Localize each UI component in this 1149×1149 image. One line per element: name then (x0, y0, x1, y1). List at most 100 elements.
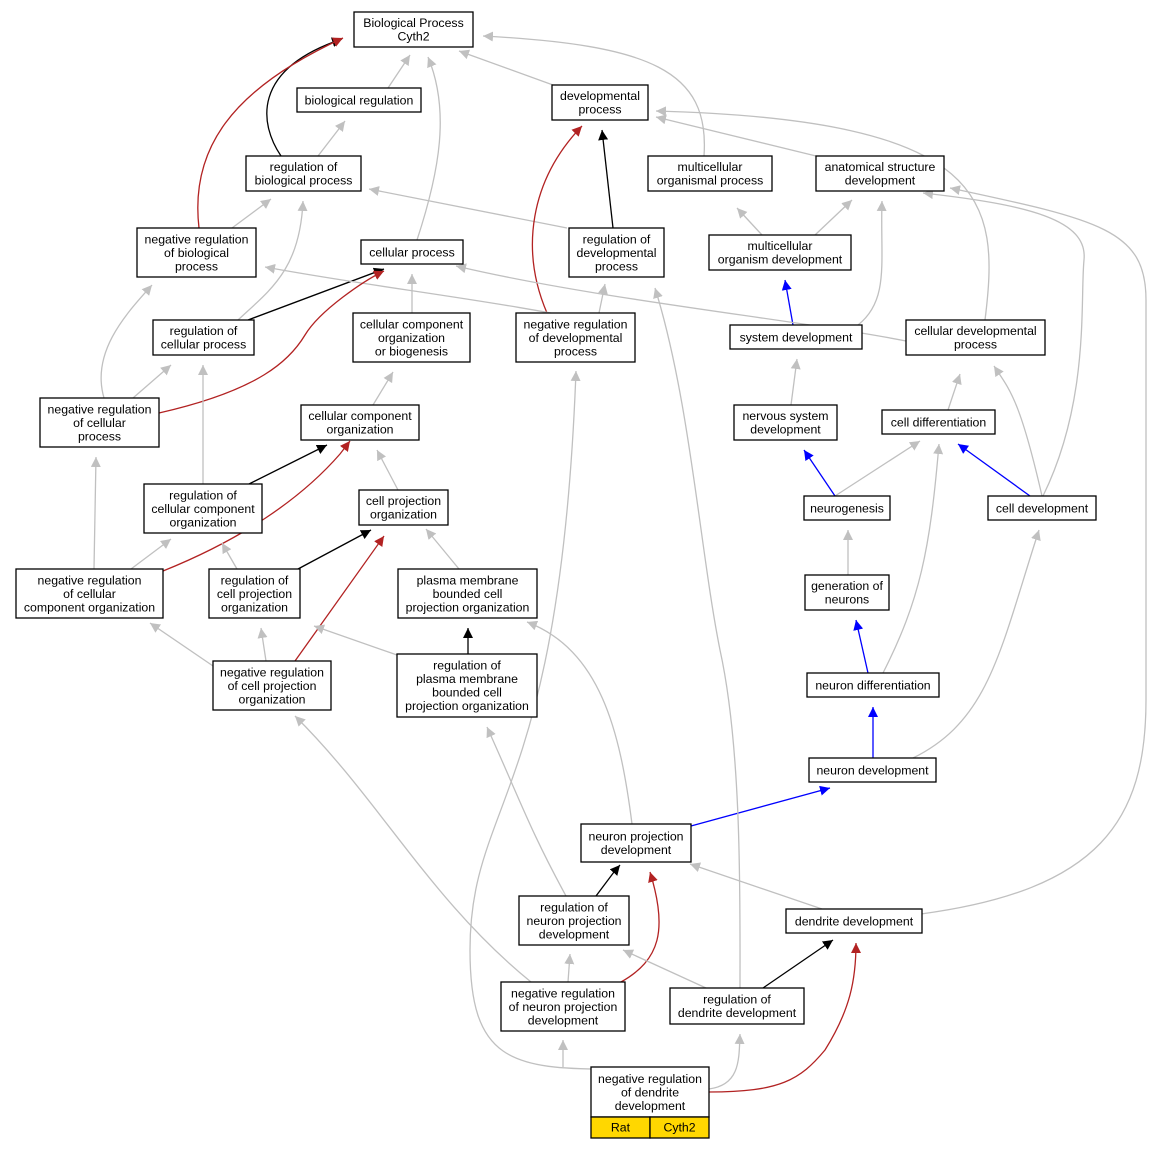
edge-negatively-regulates (162, 440, 351, 572)
edge-is-a (368, 186, 568, 229)
term-label-line: process (595, 259, 638, 273)
edge-is-a (425, 528, 460, 570)
term-label-line: negative regulation (524, 317, 628, 331)
edge-path (957, 443, 1031, 497)
term-label-line: of biological (164, 246, 229, 260)
edge-path (486, 726, 567, 897)
term-label-line: regulation of (170, 324, 238, 338)
edge-path (653, 287, 741, 989)
term-node-neurdiff[interactable]: neuron differentiation (806, 672, 940, 698)
term-label-line: development (601, 843, 672, 857)
edge-part-of (248, 444, 328, 485)
edge-positively-regulates (803, 449, 836, 497)
edge-positively-regulates (781, 279, 794, 326)
term-node-neurdev[interactable]: neuron development (808, 757, 937, 783)
term-label-line: neuron projection (526, 914, 621, 928)
edge-path (814, 199, 853, 236)
term-label-line: organism development (718, 253, 843, 267)
term-label-line: multicellular (678, 160, 743, 174)
term-label-line: multicellular (748, 239, 813, 253)
term-box (808, 757, 937, 783)
term-box (580, 823, 692, 863)
edge-is-a (922, 189, 1085, 497)
edge-is-a (655, 114, 817, 157)
edge-path (221, 542, 238, 570)
edge-is-a (598, 283, 608, 314)
edge-negatively-regulates (531, 125, 583, 314)
term-label-line: cellular component (151, 502, 255, 516)
term-node-celldiff[interactable]: cell differentiation (881, 409, 996, 435)
edge-path (598, 129, 614, 229)
term-node-dendev[interactable]: dendrite development (785, 908, 923, 934)
term-label-line: Cyth2 (397, 30, 429, 44)
edge-is-a (708, 1033, 745, 1090)
term-label-line: organization (170, 515, 237, 529)
edge-path (620, 871, 660, 983)
term-box (733, 404, 838, 441)
term-node-cellproc[interactable]: cellular process (360, 239, 464, 265)
term-node-bioreg[interactable]: biological regulation (296, 87, 422, 113)
edge-path (158, 270, 385, 414)
term-label-line: projection organization (406, 600, 530, 614)
term-label-line: development (539, 927, 610, 941)
term-node-neurogen[interactable]: neurogenesis (803, 495, 891, 521)
edge-is-a (526, 620, 633, 825)
term-label-line: cellular component (308, 409, 412, 423)
edge-is-a (237, 200, 308, 321)
edge-path (266, 37, 343, 157)
term-label-line: development (615, 1099, 686, 1113)
edge-is-a (482, 31, 706, 157)
edge-is-a (947, 373, 962, 411)
edge-path (922, 189, 1085, 497)
term-node-sysdev[interactable]: system development (729, 324, 863, 350)
term-node-celldev[interactable]: cell development (987, 495, 1097, 521)
edge-part-of (247, 267, 385, 321)
edge-is-a (736, 207, 763, 236)
edge-is-a (294, 715, 532, 983)
edge-positively-regulates (957, 443, 1031, 497)
edge-path (416, 56, 441, 241)
term-label-line: cell development (996, 501, 1089, 515)
edge-path (781, 279, 794, 326)
edge-is-a (689, 862, 823, 910)
term-label-line: plasma membrane (416, 672, 518, 686)
edge-negatively-regulates (620, 871, 660, 983)
term-label-line: of cellular (73, 416, 126, 430)
term-label-line: plasma membrane (417, 573, 519, 587)
term-label-line: or biogenesis (375, 344, 448, 358)
edge-path (368, 186, 568, 229)
edge-path (469, 370, 617, 1070)
term-label-line: negative regulation (38, 573, 142, 587)
edge-path (736, 207, 763, 236)
edge-path (526, 620, 633, 825)
term-label-line: development (750, 423, 821, 437)
